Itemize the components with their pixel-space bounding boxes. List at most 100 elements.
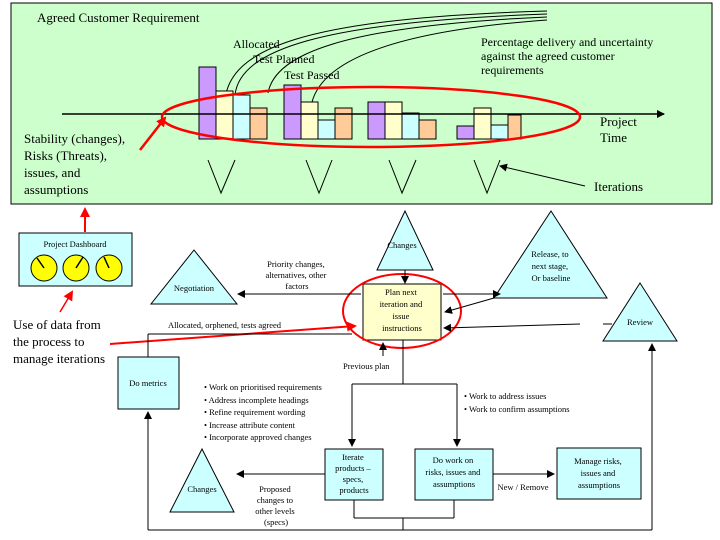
changes-bottom-label: Changes bbox=[187, 484, 216, 494]
requirements-panel bbox=[10, 2, 713, 205]
iterate-line: products bbox=[339, 485, 368, 495]
use-of-data-line: the process to bbox=[13, 334, 84, 349]
bar-extra bbox=[249, 107, 268, 140]
dashboard-title: Project Dashboard bbox=[43, 239, 107, 249]
stability-note: Stability (changes), Risks (Threats), is… bbox=[24, 131, 128, 197]
stability-note-line: issues, and bbox=[24, 165, 81, 180]
data-to-dashboard-arrow bbox=[59, 290, 74, 313]
proposed-line: other levels bbox=[255, 506, 294, 516]
review-label: Review bbox=[627, 317, 654, 327]
use-of-data-line: Use of data from bbox=[13, 317, 101, 332]
bar-test-planned bbox=[384, 101, 403, 140]
percentage-note-line: requirements bbox=[481, 63, 544, 77]
priority-changes-label: Priority changes, alternatives, other fa… bbox=[265, 259, 328, 291]
priority-line: factors bbox=[285, 281, 308, 291]
iteration-markers bbox=[207, 159, 501, 195]
legend-test-passed-label: Test Passed bbox=[284, 68, 340, 82]
plan-label: Plan next iteration and issue instructio… bbox=[380, 287, 425, 333]
work-bullet: • Work on prioritised requirements bbox=[204, 382, 322, 392]
stability-note-line: Risks (Threats), bbox=[24, 148, 107, 163]
work-bullet: • Address incomplete headings bbox=[204, 395, 309, 405]
bar-test-planned bbox=[215, 90, 234, 140]
iterate-label: Iterate products – specs, products bbox=[335, 452, 373, 495]
percentage-note-line: Percentage delivery and uncertainty bbox=[481, 35, 653, 49]
release-node bbox=[493, 210, 608, 299]
bar-extra bbox=[334, 107, 353, 140]
bar-extra bbox=[507, 114, 522, 140]
bar-extra bbox=[418, 119, 437, 140]
plan-next-iteration-node bbox=[362, 283, 442, 341]
release-line: Release, to bbox=[531, 249, 568, 259]
issue-bullets: • Work to address issues • Work to confi… bbox=[464, 391, 570, 414]
panel-title: Agreed Customer Requirement bbox=[37, 10, 200, 25]
issue-bullet: • Work to address issues bbox=[464, 391, 546, 401]
bar-allocated bbox=[456, 125, 475, 140]
manage-line: Manage risks, bbox=[574, 456, 622, 466]
bar-test-passed bbox=[317, 119, 336, 140]
proposed-line: changes to bbox=[257, 495, 293, 505]
manage-risks-node bbox=[556, 447, 642, 500]
bar-test-planned bbox=[473, 107, 492, 140]
release-line: next stage, bbox=[532, 261, 568, 271]
iterate-line: specs, bbox=[343, 474, 364, 484]
bar-test-passed bbox=[232, 94, 251, 140]
stability-arrow bbox=[139, 116, 167, 151]
work-bullet: • Increase attribute content bbox=[204, 420, 296, 430]
bar-allocated bbox=[367, 101, 386, 140]
do-work-line: Do work on bbox=[433, 455, 474, 465]
work-bullet: • Incorporate approved changes bbox=[204, 432, 312, 442]
project-time-line: Time bbox=[600, 130, 627, 145]
gauge-icon bbox=[95, 254, 123, 282]
negotiation-node bbox=[149, 249, 239, 305]
bar-test-planned bbox=[300, 101, 319, 140]
work-bullets: • Work on prioritised requirements • Add… bbox=[204, 382, 324, 442]
do-work-node bbox=[414, 448, 494, 501]
plan-line: issue bbox=[392, 311, 409, 321]
iterate-line: Iterate bbox=[342, 452, 364, 462]
priority-line: Priority changes, bbox=[267, 259, 325, 269]
stability-note-line: assumptions bbox=[24, 182, 88, 197]
plan-highlight-ellipse bbox=[342, 273, 462, 349]
allocated-orphened-label: Allocated, orphened, tests agreed bbox=[168, 320, 282, 330]
project-time-line: Project bbox=[600, 114, 637, 129]
issue-bullet: • Work to confirm assumptions bbox=[464, 404, 570, 414]
review-node bbox=[602, 282, 678, 342]
do-metrics-label: Do metrics bbox=[129, 378, 167, 388]
bar-test-passed bbox=[490, 124, 509, 140]
bar-test-passed bbox=[401, 112, 420, 140]
percentage-note-line: against the agreed customer bbox=[481, 49, 615, 63]
plan-line: iteration and bbox=[380, 299, 423, 309]
do-work-label: Do work on risks, issues and assumptions bbox=[425, 455, 482, 489]
previous-plan-label: Previous plan bbox=[343, 361, 390, 371]
gauge-icon bbox=[30, 254, 58, 282]
iteration-bars bbox=[198, 66, 522, 140]
changes-bottom-node bbox=[169, 447, 235, 513]
percentage-note: Percentage delivery and uncertainty agai… bbox=[481, 35, 656, 77]
manage-line: issues and bbox=[581, 468, 616, 478]
iterate-line: products – bbox=[335, 463, 371, 473]
do-work-line: risks, issues and bbox=[425, 467, 481, 477]
plan-line: Plan next bbox=[385, 287, 418, 297]
use-of-data-arrow bbox=[109, 321, 357, 345]
do-work-line: assumptions bbox=[433, 479, 475, 489]
bar-allocated bbox=[283, 84, 302, 140]
legend-allocated-label: Allocated bbox=[233, 37, 280, 51]
iterations-label: Iterations bbox=[594, 179, 643, 194]
proposed-line: (specs) bbox=[264, 517, 288, 527]
manage-line: assumptions bbox=[578, 480, 620, 490]
bar-allocated bbox=[198, 66, 217, 140]
plan-line: instructions bbox=[382, 323, 422, 333]
use-of-data-line: manage iterations bbox=[13, 351, 105, 366]
manage-label: Manage risks, issues and assumptions bbox=[574, 456, 624, 490]
release-label: Release, to next stage, Or baseline bbox=[531, 249, 570, 283]
gauge-icon bbox=[62, 254, 90, 282]
proposed-line: Proposed bbox=[259, 484, 291, 494]
stability-note-line: Stability (changes), bbox=[24, 131, 125, 146]
new-remove-label: New / Remove bbox=[498, 482, 549, 492]
negotiation-label: Negotiation bbox=[174, 283, 215, 293]
work-bullet: • Refine requirement wording bbox=[204, 407, 306, 417]
priority-line: alternatives, other bbox=[265, 270, 326, 280]
changes-top-label: Changes bbox=[387, 240, 416, 250]
project-time-label: Project Time bbox=[600, 114, 640, 145]
